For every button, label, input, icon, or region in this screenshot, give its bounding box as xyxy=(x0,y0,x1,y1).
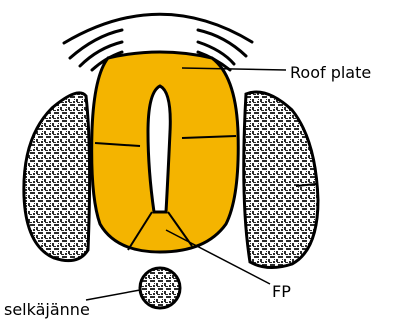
left-somite xyxy=(24,93,90,261)
floor-plate-label: FP xyxy=(272,282,291,301)
roof-plate-label: Roof plate xyxy=(290,63,371,82)
notochord-label: selkäjänne xyxy=(4,300,90,319)
notochord xyxy=(140,268,180,308)
right-somite xyxy=(244,92,318,268)
notochord-leader xyxy=(86,290,140,300)
central-canal xyxy=(148,86,170,212)
